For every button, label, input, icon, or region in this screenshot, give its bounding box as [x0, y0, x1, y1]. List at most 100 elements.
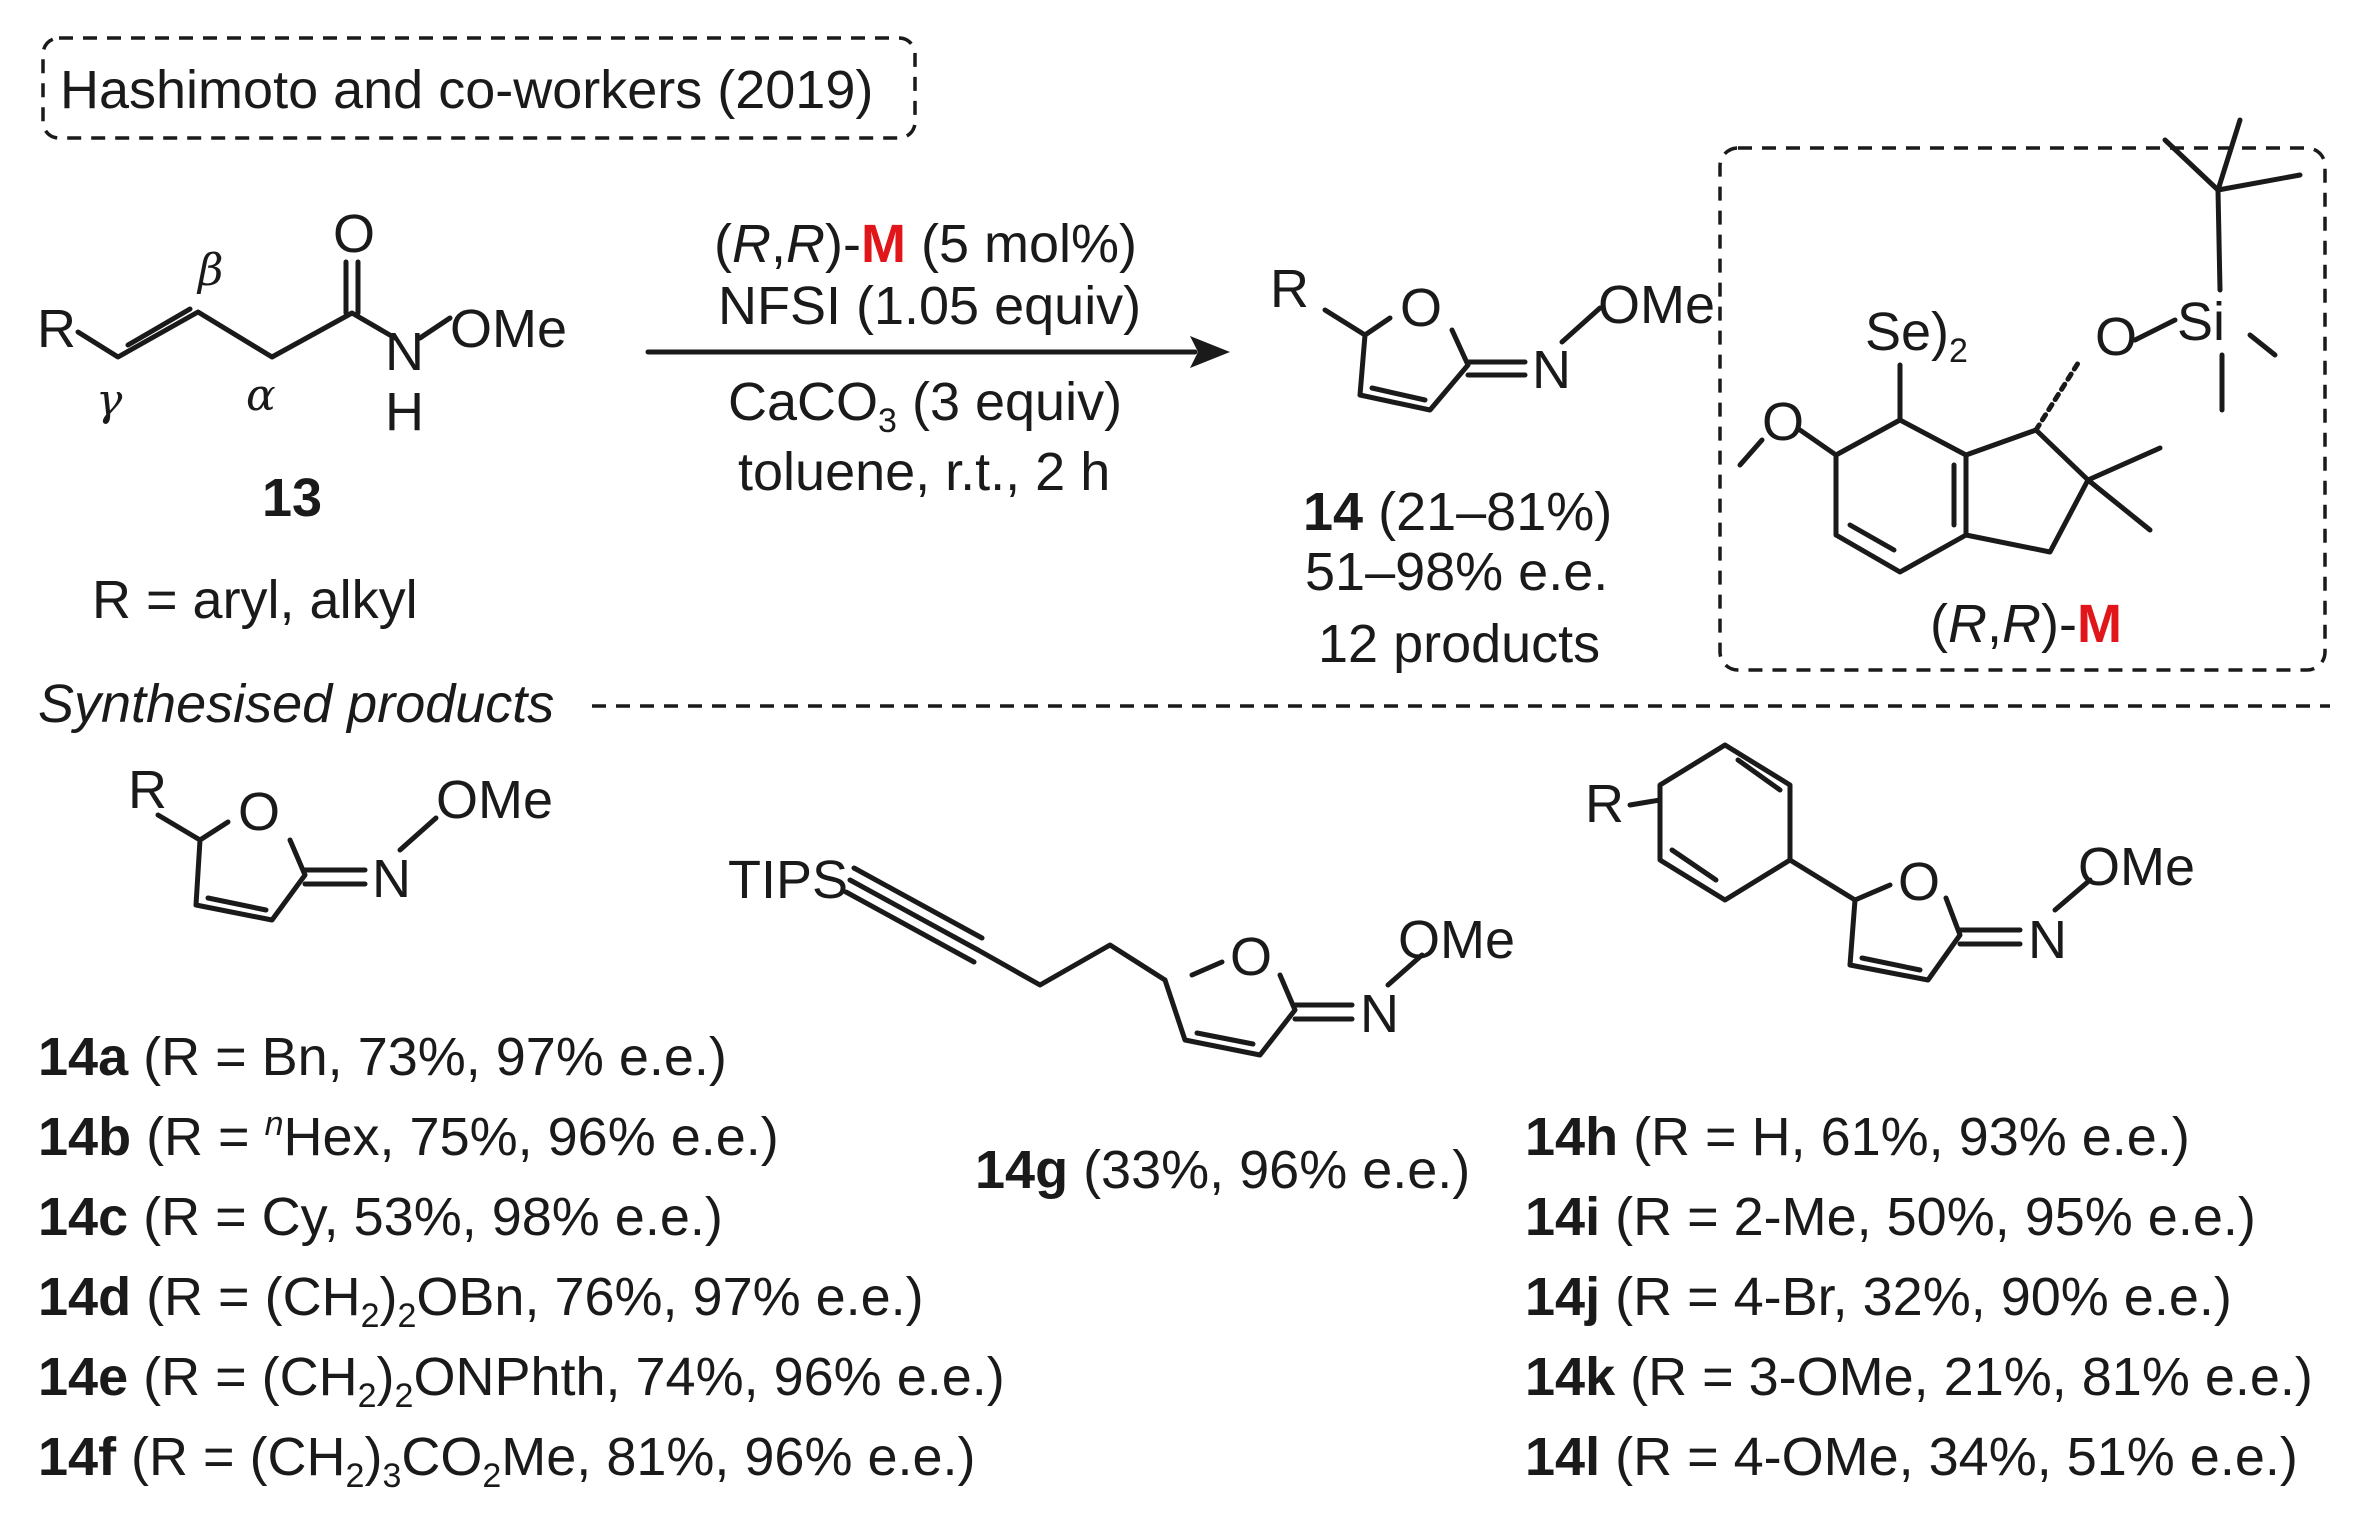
generic-ring-bonds — [155, 812, 308, 923]
beta-label: β — [196, 245, 223, 296]
catalyst-aromatic-1 — [1847, 522, 1897, 553]
catalyst-me-1 — [2085, 445, 2163, 483]
generic-n: N — [372, 849, 411, 909]
catalyst-ether-o: O — [2095, 307, 2137, 367]
conditions-oxidant: NFSI (1.05 equiv) — [718, 276, 1141, 336]
citation-text: Hashimoto and co-workers (2019) — [60, 60, 873, 120]
product-14j: 14j (R = 4-Br, 32%, 90% e.e.) — [1525, 1267, 2232, 1327]
citation-box: Hashimoto and co-workers (2019) — [41, 36, 917, 140]
catalyst-si-tbu-bond — [2215, 187, 2223, 293]
catalyst-label: (R,R)-M — [1930, 594, 2122, 654]
product-14e: 14e (R = (CH2)2ONPhth, 74%, 96% e.e.) — [38, 1347, 1005, 1415]
product-n-o-bond — [1559, 305, 1603, 345]
product-summary: 14 (21–81%) — [1303, 482, 1612, 542]
product-14: R O N OMe 14 (21–81%) 51–98% e.e. 12 pro… — [1270, 259, 1715, 674]
product-14g: 14g (33%, 96% e.e.) — [975, 1140, 1470, 1200]
tips-c-o-bond — [1189, 959, 1225, 978]
left-product-list: 14a (R = Bn, 73%, 97% e.e.) 14b (R = nHe… — [38, 1027, 1005, 1495]
product-ring-o: O — [1400, 278, 1442, 338]
catalyst-tbu-3 — [2215, 172, 2303, 193]
aryl-ring-bonds — [1847, 895, 1963, 983]
substrate-double-bond — [125, 306, 193, 348]
tips-n-o-bond — [1385, 952, 1425, 988]
product-14i: 14i (R = 2-Me, 50%, 95% e.e.) — [1525, 1187, 2256, 1247]
product-ring-bonds — [1322, 307, 1471, 413]
catalyst-tbu-2 — [2215, 117, 2243, 193]
tips-alkyne-a — [847, 877, 981, 953]
aryl-ome: OMe — [2078, 837, 2195, 897]
product-n: N — [1532, 340, 1571, 400]
tips-chain — [975, 942, 1168, 988]
aryl-r-bond — [1627, 797, 1663, 808]
conditions-solvent: toluene, r.t., 2 h — [738, 442, 1110, 502]
tips-ome: OMe — [1398, 910, 1515, 970]
aryl-product-structure: R O N OMe — [1585, 742, 2195, 983]
product-ring-double — [1369, 385, 1428, 403]
substrate-ome: OMe — [450, 299, 567, 359]
citation-border — [41, 36, 917, 140]
conditions-base: CaCO3 (3 equiv) — [728, 372, 1122, 440]
generic-ring-double — [205, 895, 269, 913]
catalyst-tbu-1 — [2162, 137, 2221, 193]
catalyst-si: Si — [2177, 292, 2225, 352]
aryl-n: N — [2028, 910, 2067, 970]
product-14b: 14b (R = nHex, 75%, 96% e.e.) — [38, 1105, 779, 1167]
product-14a: 14a (R = Bn, 73%, 97% e.e.) — [38, 1027, 727, 1087]
product-14k: 14k (R = 3-OMe, 21%, 81% e.e.) — [1525, 1347, 2313, 1407]
tips-label: TIPS — [728, 850, 848, 910]
catalyst-ome-me — [1737, 437, 1765, 468]
substrate-label: 13 — [262, 468, 322, 528]
tips-product-14g: TIPS O N OMe 14g (33%, 96% e.e.) — [728, 850, 1515, 1200]
aryl-c-o-bond — [1852, 882, 1893, 903]
product-14f: 14f (R = (CH2)3CO2Me, 81%, 96% e.e.) — [38, 1427, 976, 1495]
aryl-link-bond — [1787, 857, 1858, 903]
aryl-n-o-bond — [2052, 877, 2093, 913]
catalyst-box: Se)2 O Si O (R,R)-M — [1718, 117, 2327, 672]
substrate-r: R — [37, 299, 76, 359]
substrate-n: N — [385, 322, 424, 382]
catalyst-o-si-bond — [2132, 317, 2178, 343]
tips-alkyne-b — [843, 889, 977, 965]
tips-o: O — [1230, 927, 1272, 987]
tips-alkyne-c — [851, 865, 985, 941]
substrate-r-definition: R = aryl, alkyl — [92, 570, 418, 630]
catalyst-border — [1718, 146, 2327, 672]
gamma-label: γ — [96, 375, 123, 426]
conditions-catalyst: (R,R)-M (5 mol%) — [714, 214, 1137, 274]
reaction-arrow-head — [1190, 336, 1230, 368]
product-r: R — [1270, 259, 1309, 319]
tips-n: N — [1360, 984, 1399, 1044]
product-c-o-bond — [1362, 315, 1393, 338]
catalyst-si-me-1 — [2247, 332, 2278, 358]
product-14h: 14h (R = H, 61%, 93% e.e.) — [1525, 1107, 2190, 1167]
section-title: Synthesised products — [38, 674, 554, 734]
catalyst-methoxy-o: O — [1762, 392, 1804, 452]
catalyst-c-ome-bond — [1797, 427, 1839, 458]
catalyst-hashed-bond — [2033, 357, 2083, 433]
alpha-label: α — [246, 370, 276, 421]
tips-ring-double — [1194, 1030, 1256, 1047]
product-count: 12 products — [1318, 614, 1600, 674]
product-14d: 14d (R = (CH2)2OBn, 76%, 97% e.e.) — [38, 1267, 924, 1335]
aryl-aromatic-2 — [1669, 847, 1719, 883]
generic-r: R — [128, 760, 167, 820]
product-ee: 51–98% e.e. — [1305, 542, 1608, 602]
product-14l: 14l (R = 4-OMe, 34%, 51% e.e.) — [1525, 1427, 2298, 1487]
product-14c: 14c (R = Cy, 53%, 98% e.e.) — [38, 1187, 723, 1247]
generic-product-structure: R O N OMe — [128, 760, 553, 923]
generic-c-o-bond — [197, 819, 231, 843]
section-divider: Synthesised products — [38, 674, 2330, 734]
aryl-ring-double — [1859, 955, 1923, 973]
catalyst-cyclopentane — [1963, 427, 2091, 555]
product-ome: OMe — [1598, 275, 1715, 335]
substrate-13: R O N H OMe β γ α 13 R = aryl, alkyl — [37, 204, 567, 630]
aryl-r: R — [1585, 774, 1624, 834]
aryl-aromatic-1 — [1735, 757, 1783, 793]
catalyst-benzene — [1833, 417, 1969, 575]
generic-ome: OMe — [436, 770, 553, 830]
aryl-benzene — [1657, 742, 1793, 903]
generic-o: O — [238, 782, 280, 842]
substrate-carbonyl-o: O — [333, 204, 375, 264]
